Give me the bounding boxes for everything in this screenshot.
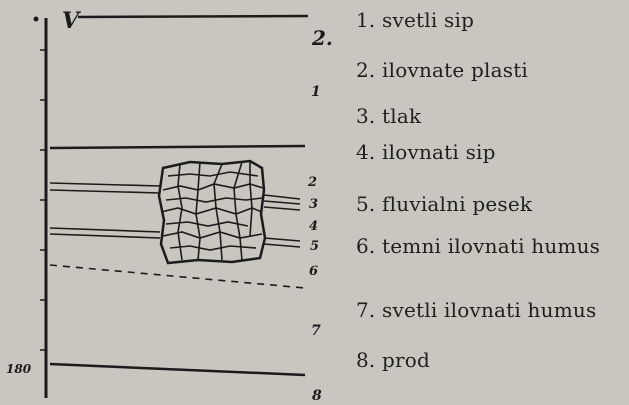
gravel-lens — [159, 161, 265, 263]
clay-band — [264, 195, 300, 199]
legend-item-3: 3. tlak — [356, 104, 421, 128]
layer-mark: 3 — [309, 197, 318, 212]
legend-item-7: 7. svetli ilovnati humus — [356, 298, 596, 322]
clay-band — [50, 183, 160, 186]
surface-mark: V — [62, 8, 81, 34]
legend-item-6: 6. temni ilovnati humus — [356, 234, 600, 258]
layer-mark: 6 — [309, 264, 318, 279]
axis-top-dot — [34, 17, 39, 22]
clay-band — [50, 228, 160, 232]
dashed-boundary — [50, 265, 305, 288]
layer-boundary — [50, 146, 305, 148]
legend-item-5: 5. fluvialni pesek — [356, 192, 532, 216]
layer-mark: 4 — [309, 219, 318, 234]
clay-band — [264, 201, 300, 204]
clay-band — [264, 207, 300, 210]
legend-item-2: 2. ilovnate plasti — [356, 58, 528, 82]
gravel-boundary — [50, 364, 305, 375]
layer-mark: 2 — [307, 175, 317, 190]
clay-band — [264, 238, 300, 241]
clay-band — [50, 190, 160, 193]
layer-mark-top: 2. — [311, 26, 333, 50]
legend-item-4: 4. ilovnati sip — [356, 140, 496, 164]
clay-band — [264, 244, 300, 247]
depth-label: 180 — [6, 362, 32, 376]
layer-mark: 7 — [311, 323, 321, 339]
legend-item-8: 8. prod — [356, 348, 430, 372]
layer-mark: 8 — [312, 388, 322, 404]
surface-line — [78, 16, 308, 17]
layer-mark: 5 — [310, 239, 319, 254]
clay-band — [50, 234, 160, 238]
legend-item-1: 1. svetli sip — [356, 8, 474, 32]
layer-mark: 1 — [311, 84, 321, 100]
